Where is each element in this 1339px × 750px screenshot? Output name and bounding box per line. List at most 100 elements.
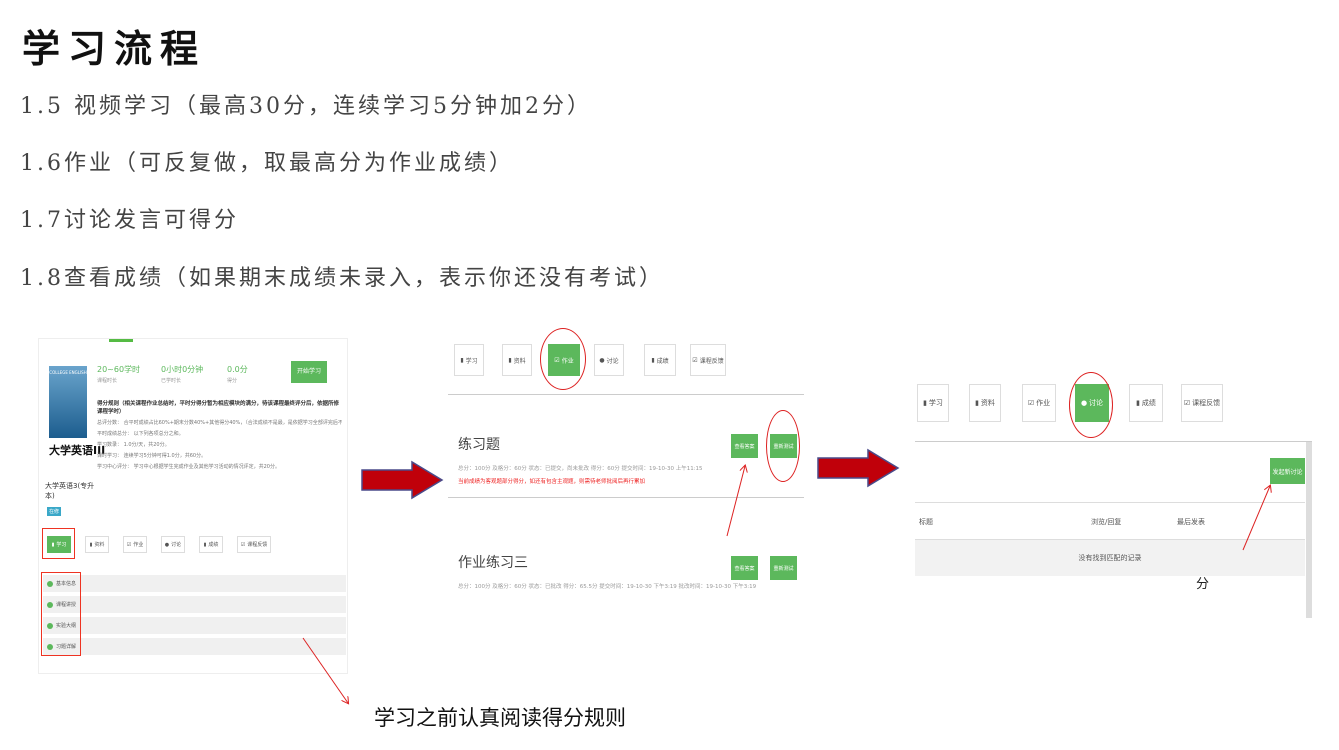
tab-label: 学习 (56, 542, 67, 548)
report-icon: ▮ (651, 356, 655, 364)
course-cover-image: COLLEGE ENGLISH (49, 366, 87, 438)
tab-materials[interactable]: ▮资料 (969, 384, 1001, 422)
tab-label: 讨论 (171, 542, 182, 548)
stat-duration: 20~60学时 课程时长 (97, 364, 140, 384)
tab-label: 学习 (928, 399, 943, 407)
rule-item: 总评分数： 合平时成绩占比60%+期末分数40%+其他得分40%，（合法成绩不是… (97, 420, 342, 426)
new-discussion-button[interactable]: 发起新讨论 (1270, 458, 1305, 484)
scoring-rules-title: 得分规则（相关课程作业总结时，平时分得分暂为相应模块的满分，待该课程最终评分后，… (97, 401, 340, 415)
status-badge: 在修 (47, 507, 62, 516)
tab-label: 资料 (94, 542, 105, 548)
menu-item-lecture[interactable]: 课程讲授 (43, 596, 346, 613)
stat-learned: 0小时0分钟 已学时长 (161, 364, 203, 384)
report-icon: ▮ (203, 541, 207, 548)
highlight-ellipse-retest (766, 410, 800, 482)
tab-label: 课程反馈 (247, 542, 268, 548)
step-view-grades: 1.8查看成绩（如果期末成绩未录入，表示你还没有考试） (20, 266, 664, 291)
tab-label: 成绩 (208, 542, 219, 548)
book-icon: ▮ (923, 399, 927, 407)
bullet-icon (47, 580, 53, 587)
step-discussion: 1.7讨论发言可得分 (20, 208, 239, 233)
column-views-replies[interactable]: 浏览/回复 (1091, 518, 1122, 526)
leaf-icon: ● (599, 356, 605, 364)
homework-item: 作业练习三 总分：100分 及格分：60分 状态：已批改 得分：65.5分 提交… (458, 552, 756, 590)
rule-item: 课时学习： 连续学习5分钟可得1.0分，共60分。 (97, 453, 207, 459)
discussion-table-header: 标题 浏览/回复 最后发表 (915, 502, 1305, 540)
tab-study[interactable]: ▮学习 (47, 536, 71, 553)
tab-materials[interactable]: ▮资料 (85, 536, 109, 553)
flow-arrow-2 (817, 448, 900, 488)
tab-grades[interactable]: ▮成绩 (644, 344, 676, 376)
tab-label: 资料 (980, 399, 995, 407)
homework-meta: 总分：100分 及格分：60分 状态：已提交，尚未批改 得分：60分 提交时间：… (458, 466, 703, 472)
file-icon: ▮ (975, 399, 979, 407)
bullet-icon (47, 622, 53, 629)
tab-grades[interactable]: ▮成绩 (1129, 384, 1163, 422)
tab-discussion[interactable]: ●讨论 (594, 344, 624, 376)
column-title[interactable]: 标题 (919, 518, 933, 526)
tab-feedback[interactable]: ☑课程反馈 (237, 536, 271, 553)
chapter-menu: 基本信息 课程讲授 实验大纲 习题详解 (43, 575, 346, 659)
start-learning-button[interactable]: 开始学习 (291, 361, 327, 383)
menu-item-exercise-answers[interactable]: 习题详解 (43, 638, 346, 655)
divider (448, 394, 804, 395)
tab-materials[interactable]: ▮资料 (502, 344, 532, 376)
edit-icon: ☑ (1027, 399, 1035, 407)
highlight-box-study-tab (42, 528, 75, 559)
tab-label: 课程反馈 (1192, 399, 1221, 407)
file-icon: ▮ (89, 541, 93, 548)
book-icon: ▮ (460, 356, 464, 364)
tab-study[interactable]: ▮学习 (454, 344, 484, 376)
column-last-post[interactable]: 最后发表 (1177, 518, 1205, 526)
stat-label: 已学时长 (161, 378, 182, 384)
homework-meta: 总分：100分 及格分：60分 状态：已批改 得分：65.5分 提交时间：19-… (458, 584, 757, 590)
view-answer-button[interactable]: 查看答案 (731, 434, 758, 458)
edit-icon: ☑ (126, 541, 132, 548)
tab-homework[interactable]: ☑作业 (123, 536, 147, 553)
bullet-icon (47, 643, 53, 650)
divider (448, 497, 804, 498)
tab-label: 学习 (465, 357, 478, 365)
stat-value: 0.0分 (227, 365, 248, 374)
menu-label: 实验大纲 (56, 623, 77, 629)
highlight-ellipse-discussion-tab (1069, 372, 1113, 438)
stat-label: 得分 (227, 378, 238, 384)
homework-screenshot: ▮学习 ▮资料 ☑作业 ●讨论 ▮成绩 ☑课程反馈 练习题 总分：100分 及格… (448, 330, 804, 640)
scrollbar[interactable] (1306, 442, 1312, 618)
view-answer-button[interactable]: 查看答案 (731, 556, 758, 580)
stat-label: 课程时长 (97, 378, 118, 384)
empty-table-message: 没有找到匹配的记录 (915, 540, 1305, 576)
edit-icon: ☑ (692, 356, 698, 364)
rule-item: 平时成绩总分： 以下列各项总分之和。 (97, 431, 184, 437)
step-homework: 1.6作业（可反复做，取最高分为作业成绩） (20, 151, 514, 176)
menu-label: 习题详解 (56, 644, 77, 650)
divider (915, 441, 1312, 442)
slide-title: 学习流程 (22, 26, 207, 71)
leaf-icon: ● (164, 541, 170, 548)
retest-button[interactable]: 重新测试 (770, 556, 797, 580)
tab-feedback[interactable]: ☑课程反馈 (690, 344, 726, 376)
menu-item-lab-outline[interactable]: 实验大纲 (43, 617, 346, 634)
tab-label: 资料 (513, 357, 526, 365)
course-overview-screenshot: COLLEGE ENGLISH 大学英语III 20~60学时 课程时长 0小时… (38, 338, 348, 674)
tab-label: 成绩 (1141, 399, 1156, 407)
tab-label: 作业 (1036, 399, 1051, 407)
tab-discussion[interactable]: ●讨论 (161, 536, 185, 553)
tab-homework[interactable]: ☑作业 (1022, 384, 1056, 422)
report-icon: ▮ (1136, 399, 1140, 407)
highlight-ellipse-homework-tab (540, 328, 586, 390)
homework-title: 作业练习三 (458, 555, 528, 571)
tab-label: 作业 (133, 542, 144, 548)
tab-grades[interactable]: ▮成绩 (199, 536, 223, 553)
tab-study[interactable]: ▮学习 (917, 384, 949, 422)
menu-item-basic-info[interactable]: 基本信息 (43, 575, 346, 592)
rule-item: 学习数录： 1.0分/天，共20分。 (97, 442, 170, 448)
tab-feedback[interactable]: ☑课程反馈 (1181, 384, 1223, 422)
top-accent-bar (109, 339, 133, 342)
stat-score: 0.0分 得分 (227, 364, 248, 384)
course-name: 大学英语III (49, 444, 106, 457)
cover-title: COLLEGE ENGLISH (49, 370, 87, 375)
rule-item: 学习中心评分： 学习中心根据学生完成作业及其他学习活动的情况评定，共20分。 (97, 464, 280, 470)
course-subtitle: 大学英语3(专升本) (45, 482, 95, 500)
file-icon: ▮ (508, 356, 512, 364)
